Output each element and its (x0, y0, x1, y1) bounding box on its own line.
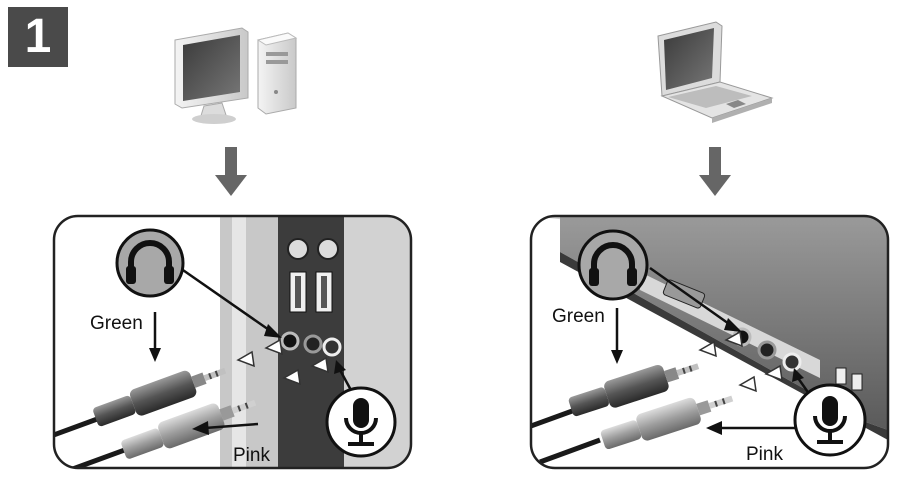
green-label: Green (552, 306, 605, 327)
microphone-icon (327, 388, 395, 456)
down-arrow-icon (215, 147, 247, 196)
down-arrow-icon (699, 147, 731, 196)
green-label: Green (90, 313, 143, 334)
pink-label: Pink (746, 444, 783, 465)
headphone-icon (579, 231, 647, 299)
headphone-icon (117, 230, 183, 296)
laptop-computer-icon (658, 22, 772, 123)
pink-label: Pink (233, 445, 270, 466)
desktop-computer-icon (175, 28, 296, 124)
laptop-connection-panel: Green Pink (520, 216, 888, 468)
desktop-connection-panel: Green Pink (40, 216, 414, 470)
microphone-icon (795, 385, 865, 455)
